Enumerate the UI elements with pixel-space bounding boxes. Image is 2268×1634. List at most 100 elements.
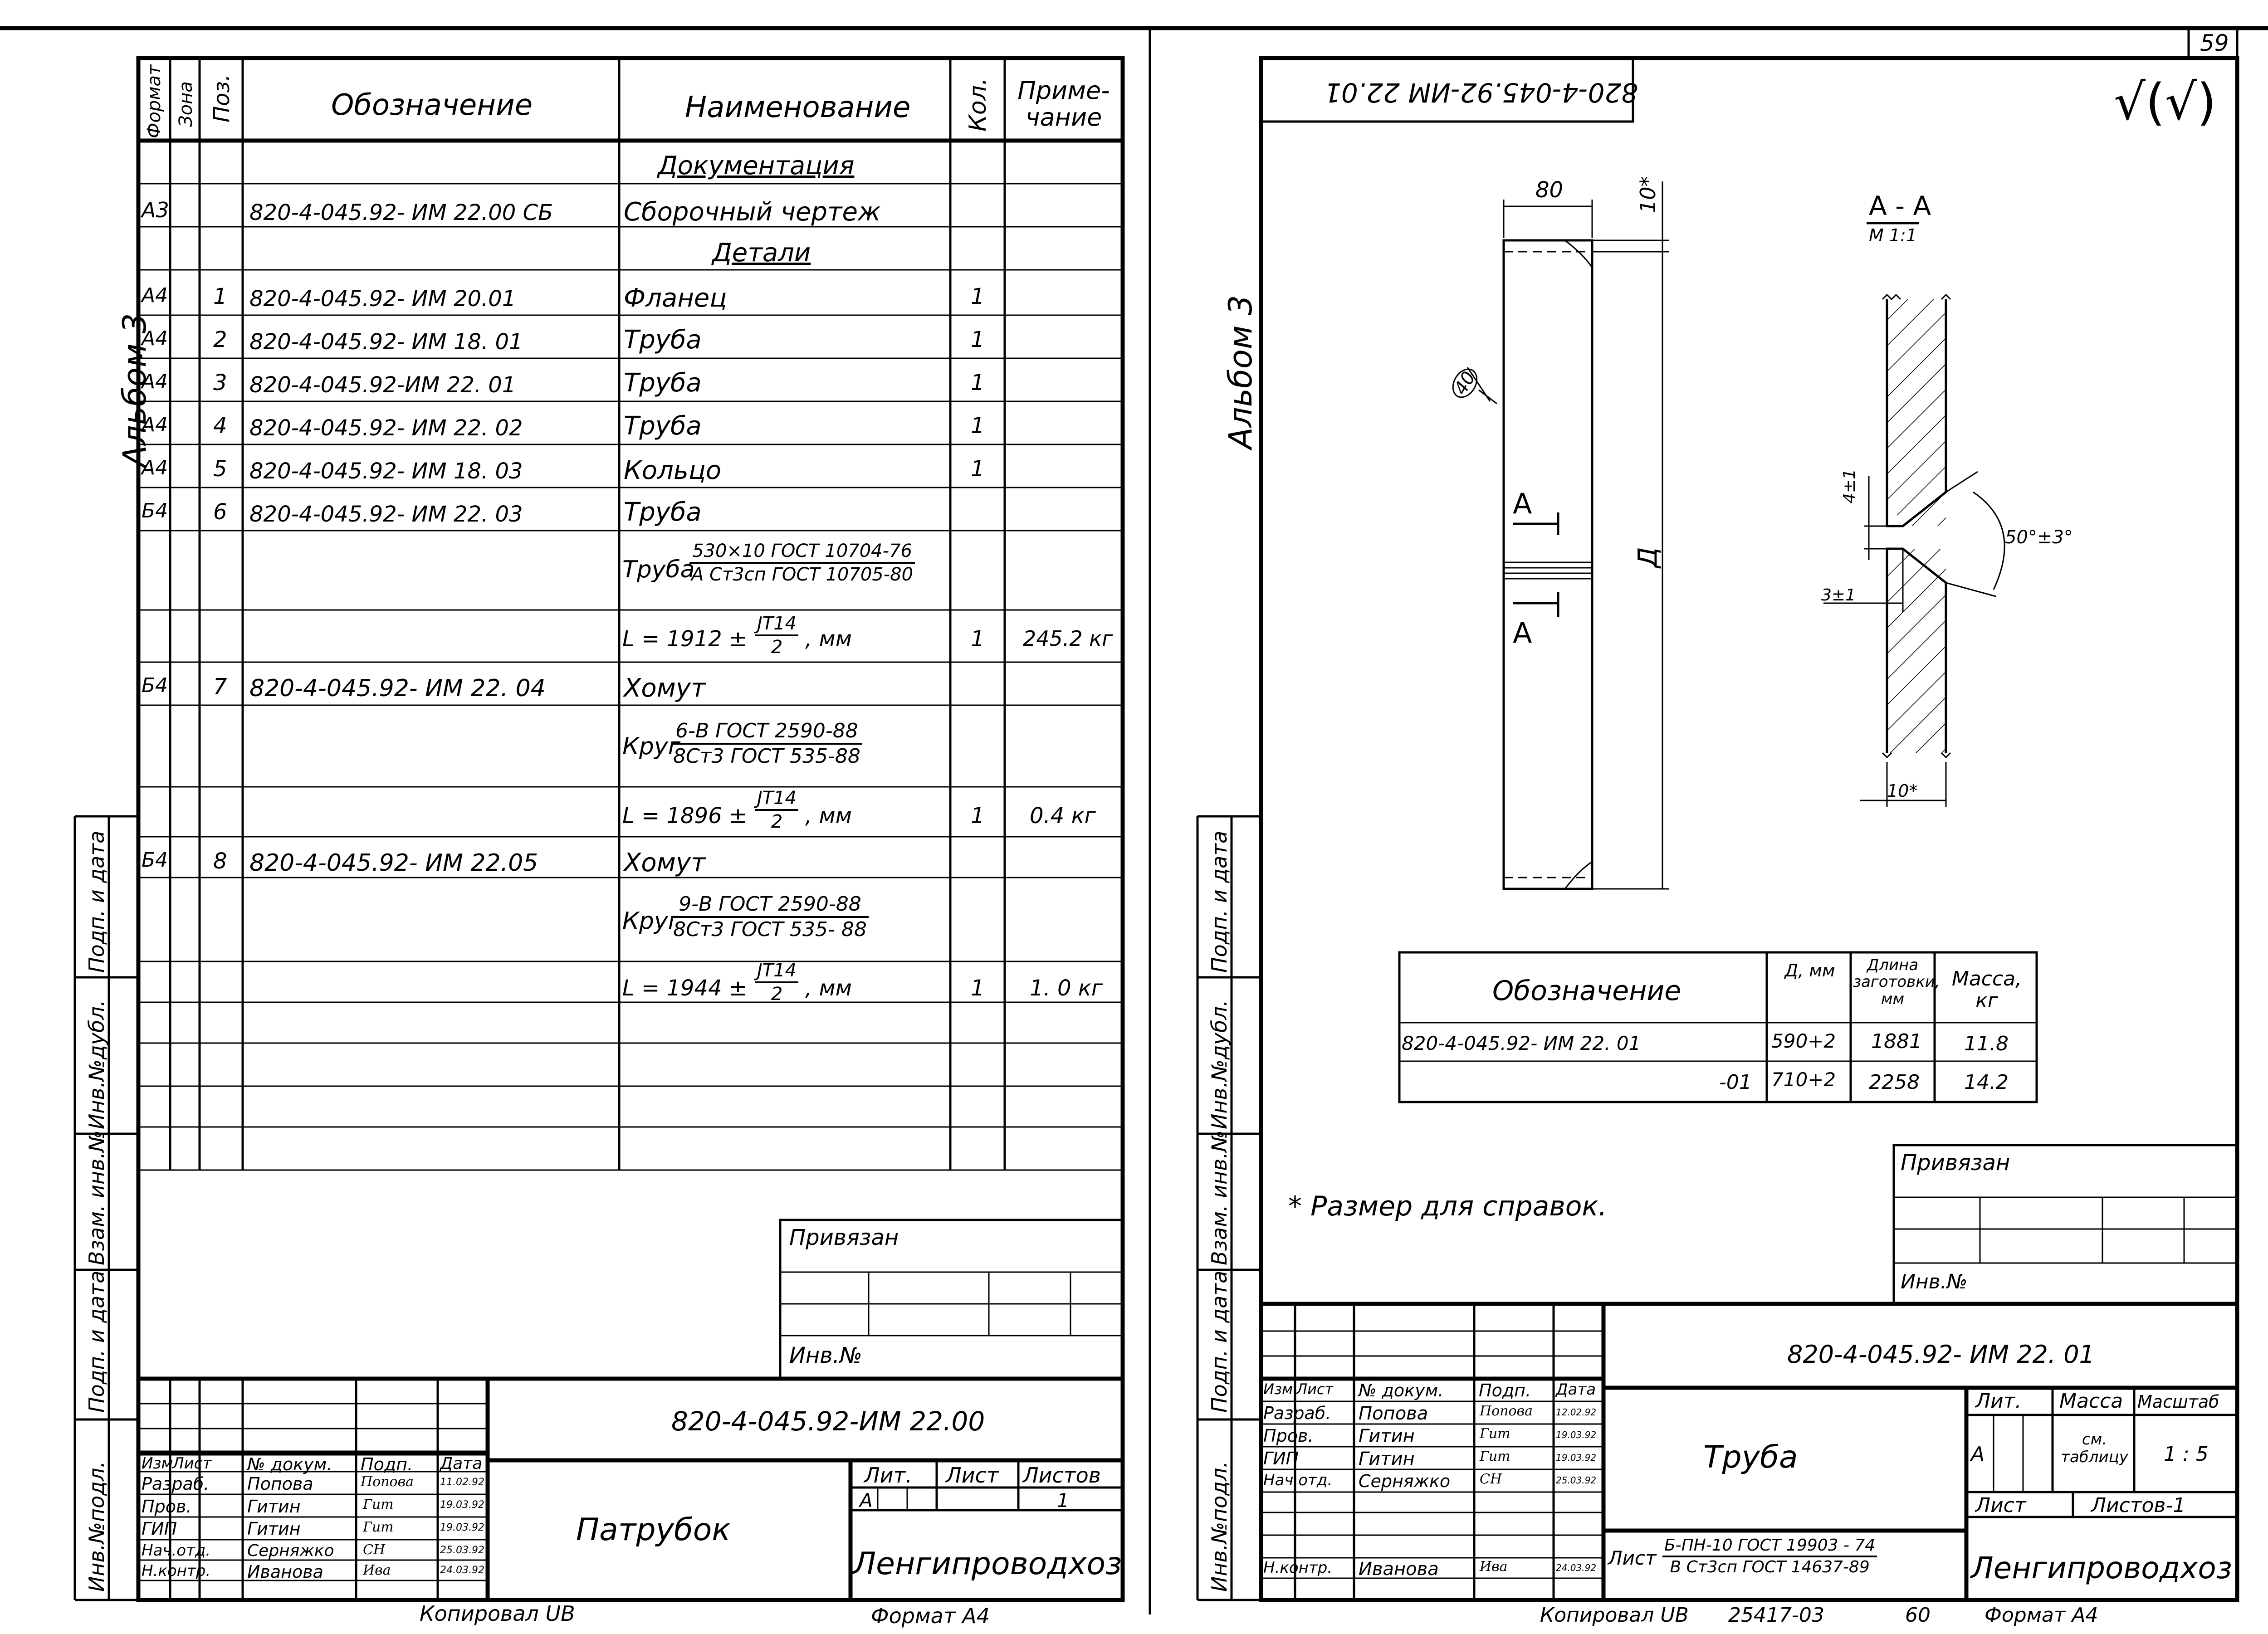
signature-mark: Попова [1480, 1403, 1533, 1419]
length-tolerance: JT14 2 [755, 789, 799, 832]
person-name: Серняжко [247, 1541, 334, 1560]
right-frame [1259, 56, 2239, 1602]
side-label-podp-data-2: Подп. и дата [1207, 830, 1232, 973]
hdr-date: Дата [1556, 1380, 1596, 1399]
row-pos: 4 [213, 413, 227, 439]
material-numerator: 6-В ГОСТ 2590-88 [671, 721, 862, 745]
scale-label: Масштаб [2137, 1392, 2219, 1412]
lit-value: А [1971, 1443, 1985, 1466]
row-qty: 1 [971, 413, 985, 439]
hdr-sign: Подп. [1479, 1380, 1531, 1400]
row-qty: 1 [971, 626, 985, 652]
hdr-doc: № докум. [1359, 1380, 1444, 1400]
title-name: Труба [1703, 1439, 1798, 1475]
row-fmt: А4 [142, 370, 168, 393]
inv-no-label: Инв.№ [789, 1343, 862, 1368]
title-code: 820-4-045.92-ИМ 22.00 [671, 1406, 985, 1437]
material-denominator: В Ст3сп ГОСТ 14637-89 [1670, 1558, 1870, 1576]
material-numerator: Б-ПН-10 ГОСТ 19903 - 74 [1662, 1537, 1877, 1557]
person-role: Нач.отд. [1263, 1471, 1333, 1489]
row-note: 0.4 кг [1030, 803, 1096, 829]
material-word: Труба [622, 556, 695, 583]
mass-value: см. таблицу [2061, 1430, 2128, 1467]
row-note: 245.2 кг [1023, 626, 1113, 651]
tolerance-numerator: JT14 [755, 615, 799, 636]
row-name: Хомут [624, 848, 706, 878]
side-label-inv-podl: Инв.№подл. [84, 1461, 109, 1592]
table-cell: 1881 [1871, 1030, 1922, 1053]
title-code: 820-4-045.92- ИМ 22. 01 [1787, 1340, 2095, 1369]
side-label-podp-data: Подп. и дата [84, 1270, 109, 1413]
person-name: Гитин [1359, 1426, 1415, 1447]
row-pos: 6 [213, 499, 227, 525]
row-designation: 820-4-045.92- ИМ 22. 02 [249, 415, 523, 441]
table-cell: 11.8 [1964, 1032, 2009, 1055]
row-name: Труба [624, 325, 702, 355]
table-cell: -01 [1719, 1071, 1752, 1094]
inv-no-label: Инв.№ [1901, 1270, 1968, 1293]
dim-gap: 4±1 [1840, 469, 1859, 503]
row-qty: 1 [971, 803, 985, 829]
lit-label: Лит. [864, 1463, 912, 1488]
side-label-inv-dubl: Инв.№дубл. [84, 1000, 109, 1129]
dim-thickness: 10* [1636, 176, 1660, 213]
material-denominator: 8Ст3 ГОСТ 535-88 [673, 745, 860, 768]
person-name: Гитин [1359, 1449, 1415, 1469]
length-prefix: L = 1896 ± [622, 803, 748, 829]
person-role: Н.контр. [1263, 1559, 1333, 1577]
person-date: 19.03.92 [1556, 1429, 1597, 1440]
row-name: Труба [624, 411, 702, 441]
row-qty: 1 [971, 327, 985, 352]
row-designation: 820-4-045.92- ИМ 18. 01 [249, 329, 523, 355]
tolerance-numerator: JT14 [755, 961, 799, 983]
signature-mark: Ива [1480, 1559, 1508, 1575]
material-denominator: А Ст3сп ГОСТ 10705-80 [691, 564, 914, 585]
material-word: Круг [622, 733, 681, 760]
row-pos: 1 [213, 284, 227, 309]
hdr-sign: Подп. [361, 1454, 413, 1474]
row-qty: 1 [971, 456, 985, 482]
privyazan-label: Привязан [789, 1225, 899, 1250]
lit-value: А [860, 1489, 873, 1512]
row-designation: 820-4-045.92- ИМ 22. 04 [249, 675, 546, 702]
side-label-vzam-inv: Взам. инв.№ [84, 1130, 109, 1265]
pipe-outline [1502, 239, 1593, 890]
hdr-izm: Изм [1263, 1380, 1293, 1398]
person-date: 11.02.92 [440, 1477, 484, 1488]
row-name: Фланец [624, 283, 727, 313]
signature-mark: Гит [1480, 1449, 1510, 1464]
hdr-list: Лист [172, 1454, 212, 1473]
row-fmt: Б4 [142, 674, 168, 697]
organization: Ленгипроводхоз [853, 1546, 1122, 1582]
material-numerator: 530×10 ГОСТ 10704-76 [689, 542, 915, 564]
footer-copied: Копировал UВ [1540, 1604, 1689, 1627]
row-designation: 820-4-045.92- ИМ 22.00 СБ [249, 200, 553, 225]
material-denominator: 8Ст3 ГОСТ 535- 88 [673, 918, 867, 941]
length-prefix: L = 1944 ± [622, 976, 748, 1001]
material-fraction: 9-В ГОСТ 2590-88 8Ст3 ГОСТ 535- 88 [671, 894, 869, 940]
material-fraction: Б-ПН-10 ГОСТ 19903 - 74 В Ст3сп ГОСТ 146… [1662, 1537, 1877, 1575]
row-pos: 8 [213, 849, 227, 874]
person-name: Серняжко [1359, 1471, 1451, 1491]
footer-copied: Копировал UВ [420, 1601, 575, 1626]
hdr-izm: Изм [142, 1454, 173, 1473]
table-header-length: Длина заготовки, мм [1853, 956, 1940, 1008]
table-cell: 710+2 [1771, 1068, 1836, 1091]
side-label-inv-dubl: Инв.№дубл. [1207, 1000, 1232, 1129]
length-prefix: L = 1912 ± [622, 626, 748, 652]
signature-mark: СН [363, 1542, 386, 1558]
hdr-doc: № докум. [247, 1454, 332, 1474]
section-title: А - А [1869, 190, 1931, 221]
tolerance-denominator: 2 [771, 811, 783, 832]
row-designation: 820-4-045.92- ИМ 22. 03 [249, 502, 523, 527]
section-marker-bottom: А [1513, 616, 1532, 649]
dim-diameter: Д [1632, 547, 1663, 568]
side-label-vzam-inv: Взам. инв.№ [1207, 1130, 1232, 1265]
signature-mark: Гит [1480, 1426, 1510, 1442]
material-numerator: 9-В ГОСТ 2590-88 [671, 894, 869, 918]
table-cell: 590+2 [1771, 1030, 1836, 1052]
section-details: Детали [712, 238, 811, 268]
signature-mark: Попова [361, 1474, 414, 1490]
person-role: ГИП [142, 1519, 177, 1539]
person-name: Попова [1359, 1403, 1428, 1424]
